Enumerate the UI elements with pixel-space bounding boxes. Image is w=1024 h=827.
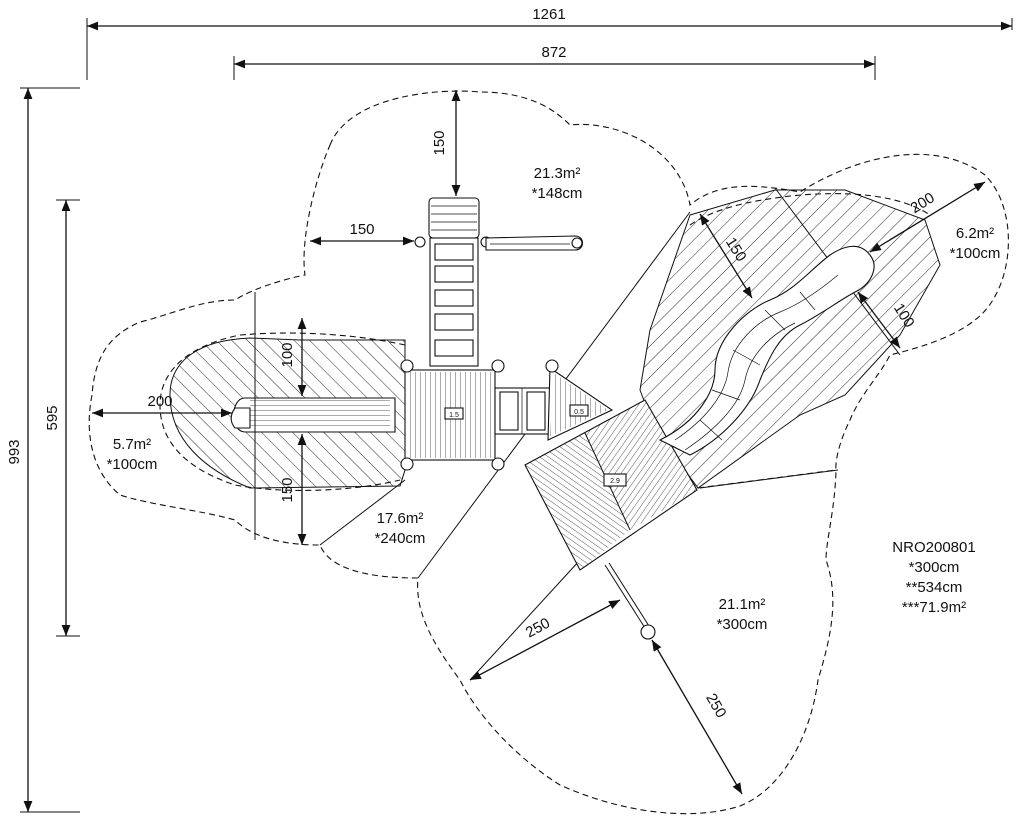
crawl-tunnel (230, 397, 396, 433)
zone-4-area: 17.6m² (377, 510, 424, 527)
dim-overall-height-label: 993 (6, 439, 23, 464)
deck-left-tag: 1.5 (449, 412, 459, 419)
safety-zone-outline (88, 90, 1009, 815)
zone-2-fall: *100cm (950, 245, 1001, 262)
roofed-tower: 0.5 2.9 (524, 359, 698, 571)
dim-inner-width-label: 872 (541, 44, 566, 61)
dim-ladder-left-label: 150 (349, 221, 374, 238)
dim-tunnel-top-label: 100 (279, 342, 296, 367)
dim-tunnel-bottom-label: 150 (279, 477, 296, 502)
zone-1-area: 21.3m² (534, 165, 581, 182)
zone-5-fall: *300cm (717, 616, 768, 633)
spec-length: **534cm (906, 579, 963, 596)
spec-height: *300cm (909, 559, 960, 576)
spec-code: NRO200801 (892, 539, 975, 556)
zone-3-area: 5.7m² (113, 436, 151, 453)
deck-right-tag: 0.5 (574, 409, 584, 416)
tunnel-zone-outline (159, 332, 406, 492)
zone-divider-3 (319, 479, 406, 546)
dim-tunnel-left-label: 200 (147, 393, 172, 410)
spiral-slide (658, 245, 875, 456)
dim-inner-height-label: 595 (44, 405, 61, 430)
zone-divider-5 (699, 469, 839, 489)
zone-3-fall: *100cm (107, 456, 158, 473)
dim-exit-front-label: 250 (702, 691, 729, 721)
dim-overall-width-label: 1261 (532, 6, 565, 23)
bridge (494, 387, 551, 435)
zone-divider-4 (469, 559, 581, 681)
dim-exit-side (469, 599, 621, 681)
roof-tag: 2.9 (610, 478, 620, 485)
spec-area: ***71.9m² (902, 599, 966, 616)
zone-5-area: 21.1m² (719, 596, 766, 613)
dim-exit-side-label: 250 (523, 615, 553, 642)
dim-slide-side (699, 213, 753, 299)
dim-ladder-top-label: 150 (431, 130, 448, 155)
dim-exit-front (651, 639, 743, 795)
zone-4-fall: *240cm (375, 530, 426, 547)
dim-slide-width (857, 291, 901, 349)
zone-1-fall: *148cm (532, 185, 583, 202)
deck-left: 1.5 (400, 359, 505, 471)
climbing-ladder (414, 197, 492, 367)
dim-slide-end (869, 181, 986, 253)
handle-bar (485, 235, 584, 251)
zone-2-area: 6.2m² (956, 225, 994, 242)
rope-line (604, 562, 656, 640)
